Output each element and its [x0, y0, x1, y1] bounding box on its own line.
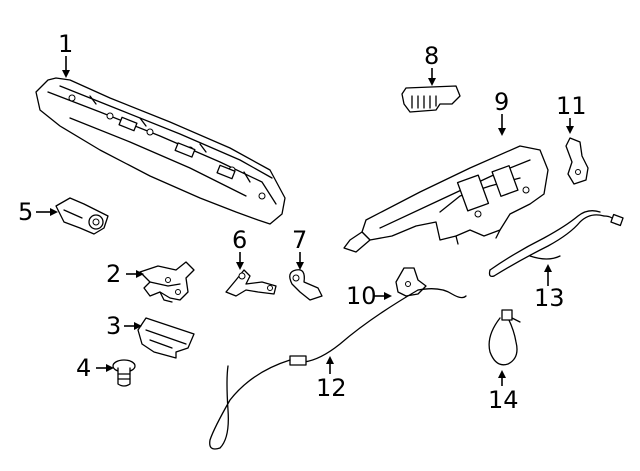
callout-2: 2 [106, 260, 121, 288]
callout-1: 1 [58, 30, 73, 58]
part-11-small-bracket [565, 137, 589, 185]
callout-8: 8 [424, 42, 439, 70]
callout-7: 7 [292, 226, 307, 254]
callout-13: 13 [534, 284, 565, 312]
callout-11: 11 [556, 92, 587, 120]
part-13-wire-harness [488, 210, 624, 278]
callout-5: 5 [18, 198, 33, 226]
callout-3: 3 [106, 312, 121, 340]
callout-10: 10 [346, 282, 377, 310]
callout-9: 9 [494, 88, 509, 116]
part-4-bolt [112, 359, 136, 387]
callout-4: 4 [76, 354, 91, 382]
callout-6: 6 [232, 226, 247, 254]
leader-lines [36, 56, 574, 386]
part-9-rail-assembly [343, 145, 549, 253]
callout-12: 12 [316, 374, 347, 402]
part-1-header-panel [35, 77, 286, 225]
part-8-trim-cover [401, 85, 461, 113]
part-10-cable-bracket [395, 267, 427, 297]
part-12-release-cable [209, 288, 467, 450]
part-6-link-arm [225, 269, 277, 297]
part-3-plate [137, 317, 195, 359]
part-14-loop-cable [488, 309, 521, 366]
part-5-actuator [55, 197, 109, 235]
callout-14: 14 [488, 386, 519, 414]
part-7-spring-clip [289, 269, 323, 301]
part-2-latch-bracket [139, 261, 195, 303]
callout-labels: 1 2 3 4 5 6 7 8 9 10 11 12 13 14 [18, 30, 587, 414]
